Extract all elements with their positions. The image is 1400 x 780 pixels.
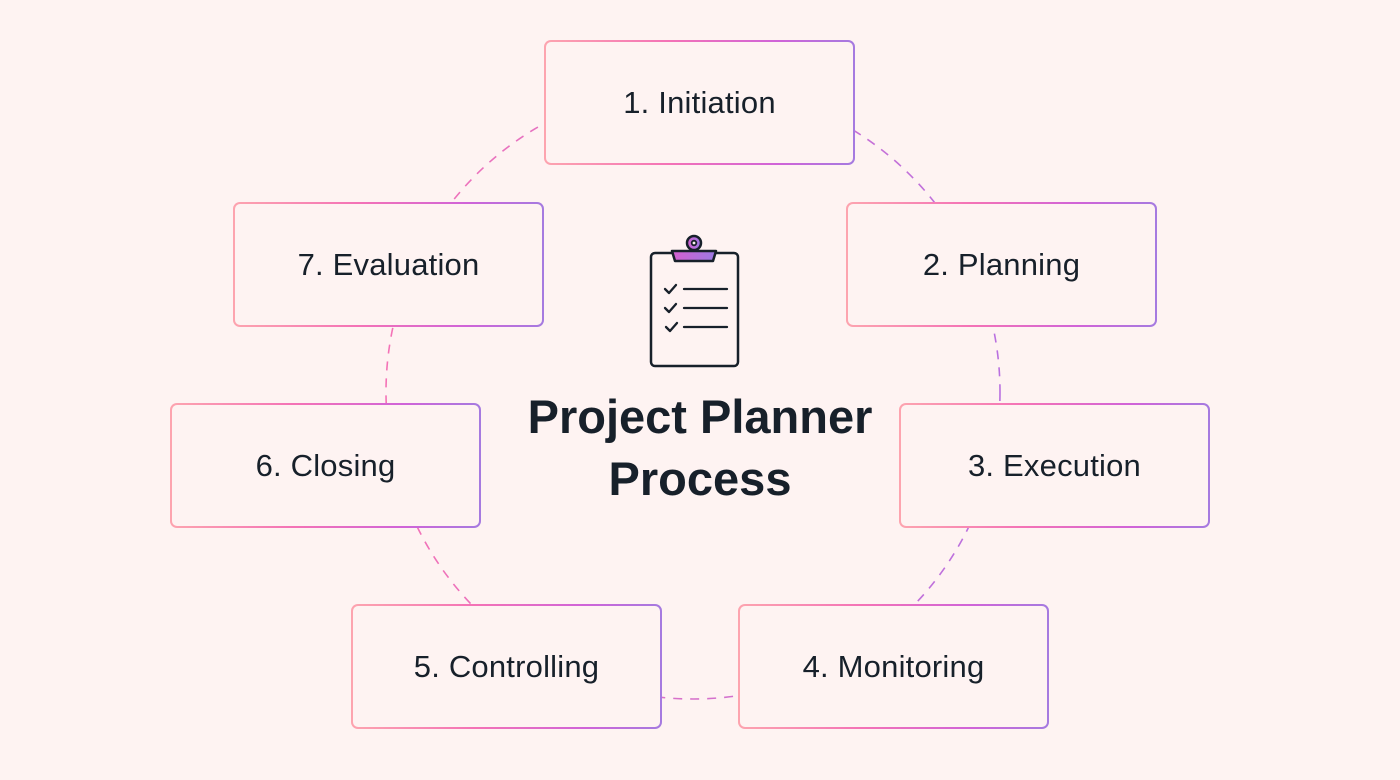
step-controlling: 5. Controlling [351, 604, 662, 729]
step-label: 1. Initiation [623, 84, 776, 120]
step-label: 4. Monitoring [802, 648, 985, 684]
step-closing: 6. Closing [170, 403, 481, 528]
title-line-2: Process [608, 452, 792, 505]
step-label: 3. Execution [967, 447, 1141, 483]
step-execution: 3. Execution [899, 403, 1210, 528]
step-monitoring: 4. Monitoring [738, 604, 1049, 729]
step-evaluation: 7. Evaluation [233, 202, 544, 327]
title-line-1: Project Planner [527, 390, 873, 443]
step-label: 7. Evaluation [297, 246, 480, 282]
step-initiation: 1. Initiation [544, 40, 855, 165]
step-planning: 2. Planning [846, 202, 1157, 327]
step-label: 6. Closing [255, 447, 396, 483]
clipboard-checklist-icon [649, 234, 740, 368]
step-label: 2. Planning [922, 246, 1081, 282]
step-label: 5. Controlling [413, 648, 600, 684]
page-title: Project Planner Process [450, 386, 950, 510]
